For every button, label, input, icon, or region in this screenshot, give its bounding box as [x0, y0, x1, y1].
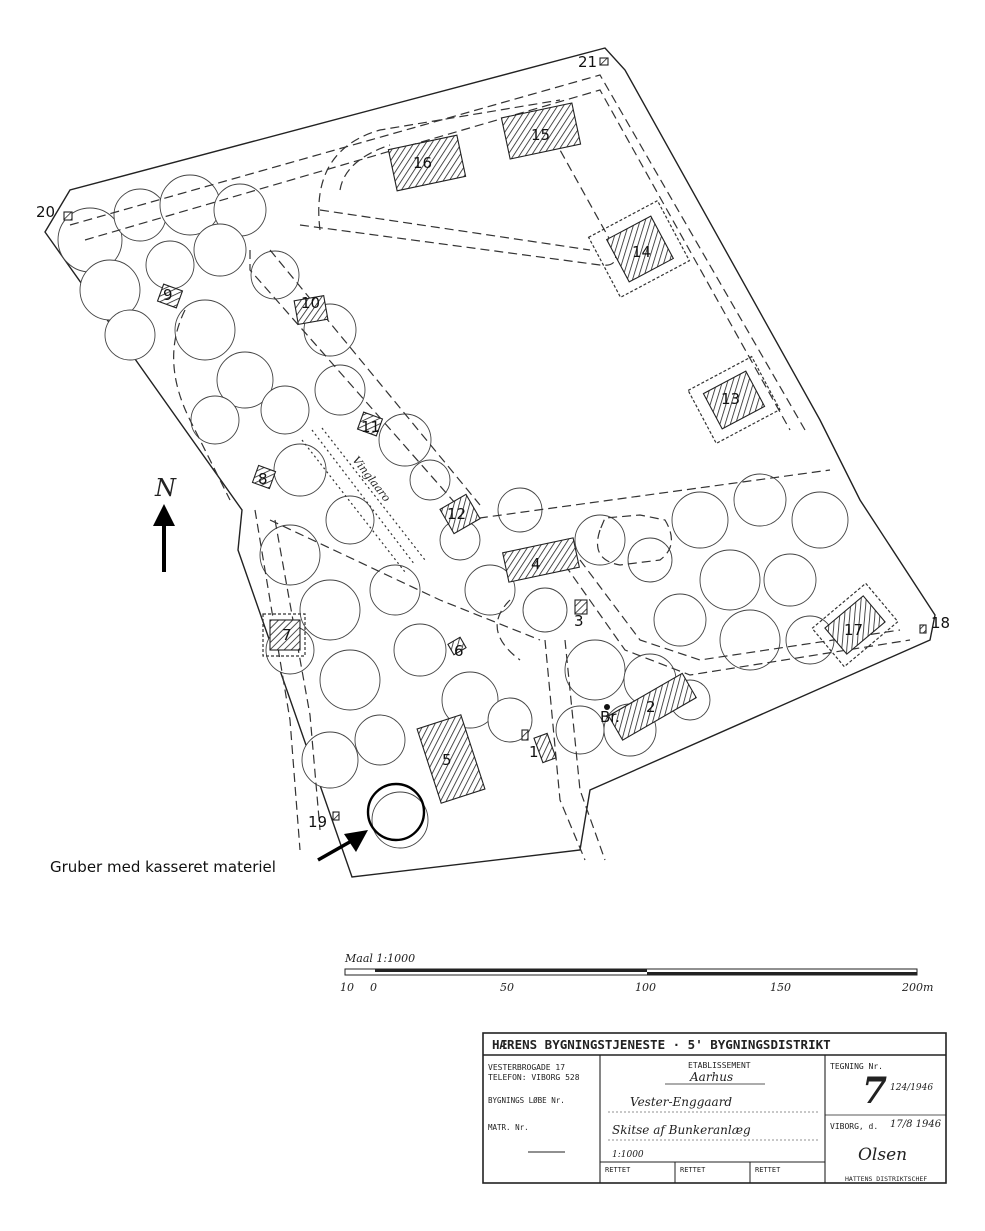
fence-rows: [301, 427, 426, 573]
marker-18: 18: [931, 614, 950, 632]
pits-circle: [366, 782, 426, 842]
tb-signer-caption: HATTENS DISTRIKTSCHEF: [845, 1175, 927, 1183]
marker-br: Br.: [600, 708, 620, 726]
marker-19: 19: [308, 813, 327, 831]
tb-scale: 1:1000: [612, 1150, 644, 1160]
marker-6: 6: [454, 642, 464, 660]
annotation-arrow: [317, 830, 368, 862]
marker-20: 20: [36, 203, 55, 221]
north-arrow: [153, 504, 175, 572]
tb-description: Skitse af Bunkeranlæg: [612, 1123, 751, 1137]
tb-city: Aarhus: [689, 1070, 733, 1084]
scale-tick-3: 100: [635, 981, 656, 994]
tb-tegning-nr: 7: [862, 1070, 887, 1112]
marker-15: 15: [531, 126, 550, 144]
tb-foot-2: RETTET: [680, 1166, 706, 1174]
marker-7: 7: [282, 626, 292, 644]
scale-tick-2: 50: [500, 981, 514, 994]
tb-viborg-label: VIBORG, d.: [830, 1122, 878, 1131]
marker-13: 13: [721, 390, 740, 408]
tb-foot-1: RETTET: [605, 1166, 631, 1174]
scale-tick-0: 10: [340, 981, 354, 994]
marker-4: 4: [531, 555, 541, 573]
marker-3: 3: [574, 612, 584, 630]
tb-signature: Olsen: [858, 1145, 907, 1165]
tb-matr-label: MATR. Nr.: [488, 1123, 529, 1132]
marker-2: 2: [646, 698, 656, 716]
marker-16: 16: [413, 154, 432, 172]
scale-tick-1: 0: [370, 981, 377, 994]
tb-lobe-label: BYGNINGS LØBE Nr.: [488, 1096, 565, 1105]
tb-address-2: TELEFON: VIBORG 528: [488, 1073, 580, 1082]
tb-address-1: VESTERBROGADE 17: [488, 1063, 565, 1072]
scale-title: Maal 1:1000: [344, 952, 415, 965]
marker-21: 21: [578, 53, 597, 71]
marker-9: 9: [163, 286, 173, 304]
marker-17: 17: [844, 621, 863, 639]
scale-bar: Maal 1:1000 10 0 50 100 150 200m: [340, 952, 933, 994]
tb-etab-label: ETABLISSEMENT: [688, 1061, 751, 1070]
tb-viborg-date: 17/8 1946: [890, 1119, 942, 1130]
tb-tegning-suffix: 124/1946: [890, 1083, 933, 1093]
marker-5: 5: [442, 751, 452, 769]
pits-annotation: Gruber med kasseret materiel: [50, 858, 276, 876]
tb-place: Vester-Enggaard: [630, 1095, 732, 1109]
scale-tick-5: 200m: [901, 981, 933, 994]
marker-11: 11: [361, 418, 380, 436]
site-boundary: [44, 47, 936, 878]
marker-10: 10: [301, 294, 320, 312]
tb-tegning-label: TEGNING Nr.: [830, 1062, 883, 1071]
marker-12: 12: [447, 505, 466, 523]
marker-1: 1: [529, 743, 539, 761]
tb-foot-3: RETTET: [755, 1166, 781, 1174]
marker-labels: 1 2 3 4 5 6 7 8 9 10 11 12 13 14 15 16 1…: [36, 53, 950, 831]
north-label: N: [154, 474, 177, 502]
scale-tick-4: 150: [770, 981, 791, 994]
tb-header: HÆRENS BYGNINGSTJENESTE · 5' BYGNINGSDIS…: [492, 1037, 831, 1052]
title-block: HÆRENS BYGNINGSTJENESTE · 5' BYGNINGSDIS…: [482, 1032, 947, 1184]
marker-14: 14: [632, 243, 651, 261]
marker-8: 8: [258, 470, 268, 488]
buildings: [63, 57, 927, 821]
